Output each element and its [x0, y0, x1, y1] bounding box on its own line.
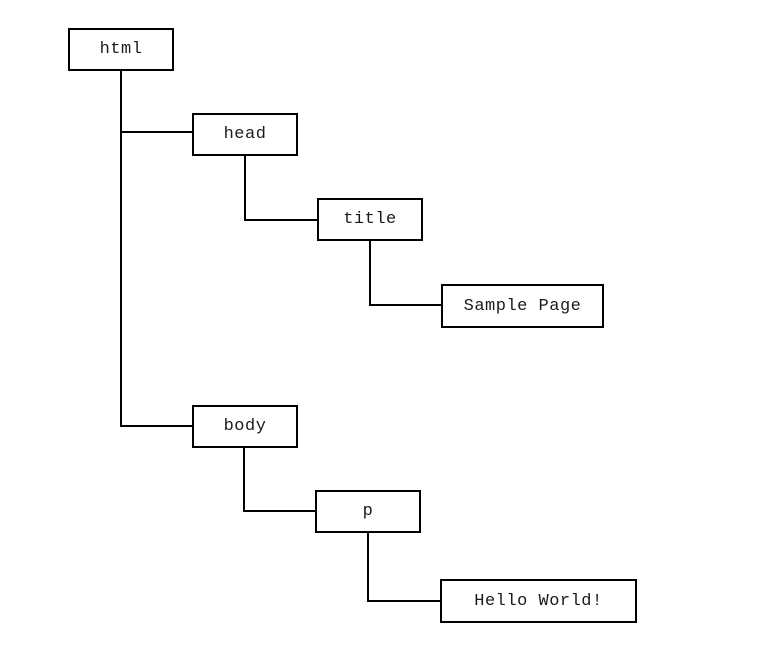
node-html: html — [68, 28, 174, 71]
node-head: head — [192, 113, 298, 156]
connector-body-p — [243, 510, 317, 512]
node-title-text: Sample Page — [441, 284, 604, 328]
connector-title-trunk — [369, 240, 371, 306]
connector-html-trunk — [120, 69, 122, 427]
node-body: body — [192, 405, 298, 448]
connector-p-text — [367, 600, 441, 602]
connector-body-trunk — [243, 447, 245, 512]
node-title: title — [317, 198, 423, 241]
connector-title-text — [369, 304, 442, 306]
connector-html-head — [120, 131, 193, 133]
connector-head-title — [244, 219, 319, 221]
connector-p-trunk — [367, 532, 369, 602]
node-p-text: Hello World! — [440, 579, 637, 623]
connector-head-trunk — [244, 155, 246, 221]
connector-html-body — [120, 425, 193, 427]
node-p: p — [315, 490, 421, 533]
